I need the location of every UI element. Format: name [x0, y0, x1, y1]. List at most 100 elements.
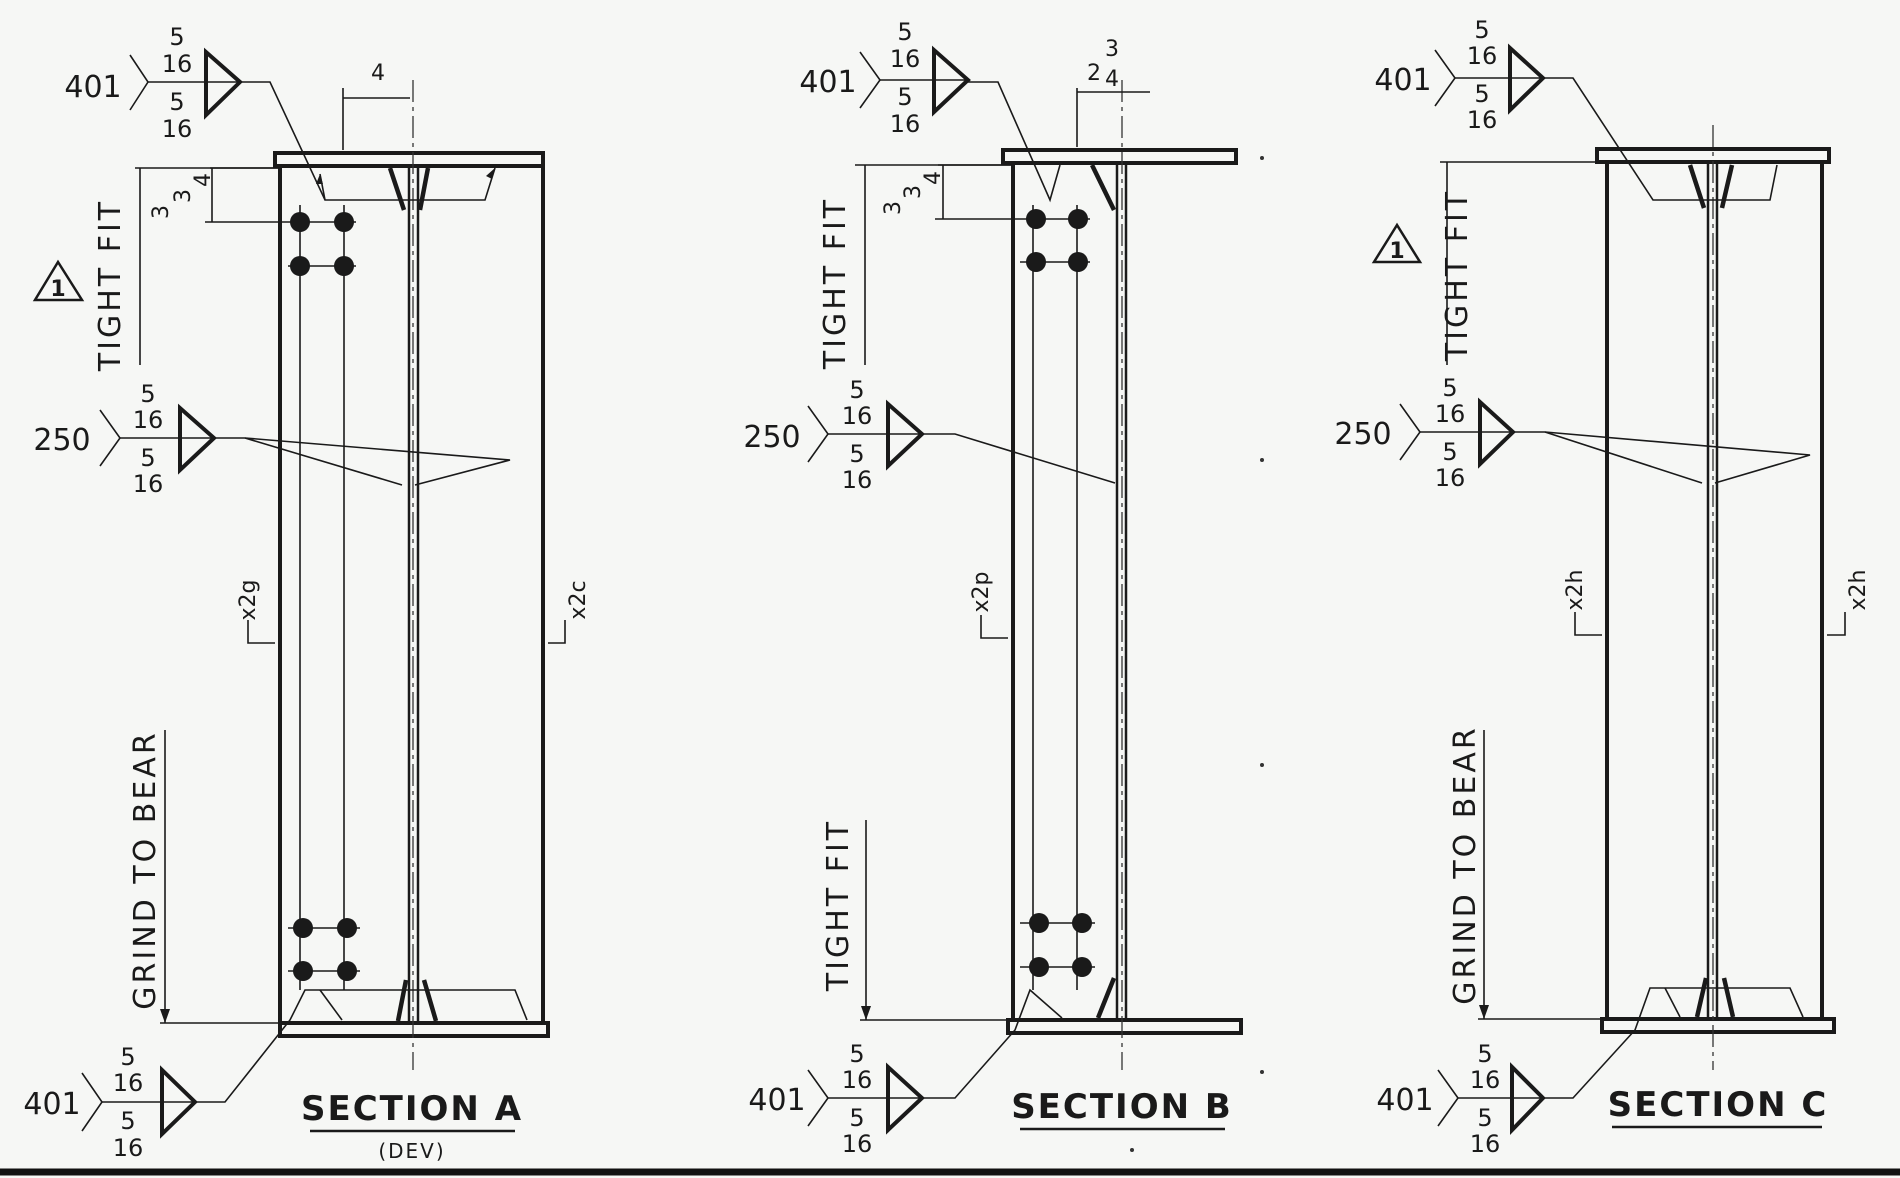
svg-text:16: 16 [162, 115, 193, 143]
section-c-top-note: TIGHT FIT [1440, 189, 1475, 362]
section-b-bottom-weld-symbol: 401 5 16 5 16 [748, 1040, 925, 1158]
section-b-side-dim-whole: 3 [901, 185, 926, 199]
svg-text:5: 5 [849, 376, 864, 404]
section-a: 4 3 3 4 TIGHT FIT GRIND TO BEAR x2g x2c … [23, 23, 591, 1163]
bolt [293, 918, 313, 938]
section-a-mid-weld-symbol: 250 5 16 5 16 [33, 380, 217, 498]
section-a-title: SECTION A [301, 1089, 523, 1129]
svg-text:16: 16 [890, 45, 921, 73]
section-b-side-dim-den: 4 [921, 171, 946, 185]
section-a-side-dim-whole: 3 [171, 189, 196, 203]
section-c-top-weld-symbol: 401 5 16 5 16 [1374, 16, 1546, 134]
section-c-bottom-fillet [1694, 977, 1736, 1018]
svg-text:16: 16 [1435, 464, 1466, 492]
section-c-left-mark: x2h [1563, 570, 1588, 611]
bolt [1026, 252, 1046, 272]
svg-text:401: 401 [23, 1087, 80, 1122]
section-a-top-weld-symbol: 401 5 16 5 16 [64, 23, 243, 143]
bolt [1026, 209, 1046, 229]
svg-text:250: 250 [1334, 417, 1391, 452]
section-a-top-flange [273, 151, 545, 168]
svg-text:5: 5 [1474, 16, 1489, 44]
section-b-left-mark: x2p [969, 572, 994, 613]
svg-text:5: 5 [1474, 80, 1489, 108]
svg-text:5: 5 [1442, 438, 1457, 466]
section-c-bottom-leader [1543, 987, 1804, 1099]
section-a-side-dim-den: 4 [191, 173, 216, 187]
svg-text:5: 5 [140, 380, 155, 408]
bolt [290, 212, 310, 232]
svg-text:5: 5 [1477, 1104, 1492, 1132]
section-a-subtitle: (DEV) [378, 1139, 445, 1163]
svg-text:1: 1 [1389, 239, 1404, 264]
section-b-top-dim-whole: 2 [1087, 61, 1101, 86]
section-a-top-bolts [288, 212, 356, 276]
section-a-right-mark: x2c [566, 580, 591, 619]
speck-marks [1130, 156, 1264, 1152]
section-a-left-mark: x2g [236, 580, 261, 621]
section-a-side-dim-num: 3 [149, 205, 174, 219]
svg-text:5: 5 [897, 83, 912, 111]
svg-text:16: 16 [842, 402, 873, 430]
section-c-mid-leader [1513, 431, 1811, 484]
section-a-bottom-fillet [395, 979, 439, 1022]
svg-text:5: 5 [140, 444, 155, 472]
svg-text:16: 16 [842, 466, 873, 494]
svg-text:5: 5 [169, 23, 184, 51]
svg-text:5: 5 [120, 1107, 135, 1135]
svg-text:5: 5 [1477, 1040, 1492, 1068]
section-b-bottom-bolts [1020, 913, 1095, 977]
svg-text:5: 5 [897, 18, 912, 46]
svg-text:1: 1 [50, 277, 65, 302]
section-b-side-dim-num: 3 [881, 201, 906, 215]
section-a-top-note: TIGHT FIT [93, 199, 128, 372]
bolt [1072, 913, 1092, 933]
svg-text:250: 250 [33, 423, 90, 458]
svg-text:16: 16 [113, 1069, 144, 1097]
section-a-bottom-flange [278, 1021, 550, 1038]
section-a-revision-triangle: 1 [32, 259, 85, 302]
svg-text:250: 250 [743, 420, 800, 455]
svg-text:5: 5 [1442, 374, 1457, 402]
svg-text:16: 16 [842, 1066, 873, 1094]
svg-text:16: 16 [1467, 106, 1498, 134]
svg-text:401: 401 [1376, 1083, 1433, 1118]
section-b-bottom-fillet [1095, 977, 1117, 1019]
section-c-bottom-weld-symbol: 401 5 16 5 16 [1376, 1040, 1546, 1158]
section-b-top-flange [1001, 148, 1238, 165]
bolt [290, 256, 310, 276]
section-c-revision-triangle: 1 [1371, 222, 1423, 264]
section-b: 2 3 4 3 3 4 TIGHT FIT TIGHT FIT x2p 401 … [743, 18, 1243, 1158]
svg-text:401: 401 [799, 65, 856, 100]
section-a-mid-leader [214, 437, 511, 486]
section-b-bottom-note: TIGHT FIT [821, 819, 856, 992]
section-c-title: SECTION C [1608, 1085, 1829, 1125]
section-b-top-weld-symbol: 401 5 16 5 16 [799, 18, 971, 138]
section-c-top-leader [1543, 77, 1778, 201]
svg-text:16: 16 [1467, 42, 1498, 70]
svg-text:16: 16 [1470, 1066, 1501, 1094]
svg-text:401: 401 [64, 70, 121, 105]
bolt [1068, 209, 1088, 229]
svg-text:16: 16 [1435, 400, 1466, 428]
section-a-bottom-leader [195, 989, 528, 1103]
svg-text:401: 401 [1374, 63, 1431, 98]
section-c: TIGHT FIT GRIND TO BEAR x2h x2h 1 401 5 … [1334, 16, 1871, 1158]
section-b-top-dim-num: 3 [1105, 37, 1119, 62]
bolt [334, 212, 354, 232]
section-b-top-dim-den: 4 [1105, 67, 1119, 92]
section-b-mid-leader [922, 433, 1116, 484]
bolt [1029, 913, 1049, 933]
bolt [334, 256, 354, 276]
svg-text:5: 5 [169, 88, 184, 116]
section-b-bottom-leader [922, 988, 1063, 1099]
bolt [293, 961, 313, 981]
section-b-top-leader [968, 81, 1061, 203]
section-b-top-fillet [1089, 164, 1117, 211]
section-b-top-bolts [1020, 209, 1090, 272]
bolt [1068, 252, 1088, 272]
svg-text:16: 16 [890, 110, 921, 138]
section-b-top-note: TIGHT FIT [818, 197, 853, 370]
bolt [1072, 957, 1092, 977]
